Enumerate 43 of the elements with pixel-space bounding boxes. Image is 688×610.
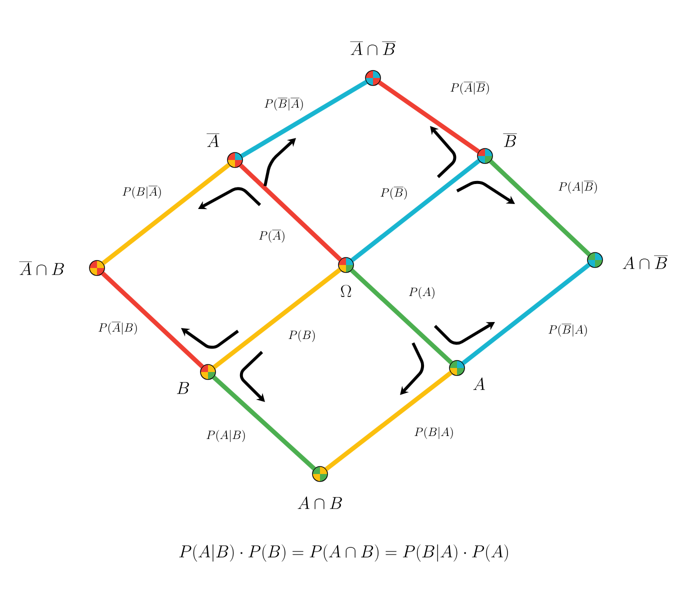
connector-line (324, 370, 452, 472)
event-node: $B$ (176, 364, 216, 394)
edge-label: $P(\overline{B}|A)$ (547, 322, 589, 338)
edge-label: $P(B)$ (287, 329, 317, 343)
node-label: $\overline{A}\cap\overline{B}$ (350, 42, 396, 56)
edge-label: $P(A|\overline{B})$ (557, 179, 599, 195)
connector-line (489, 160, 591, 256)
edge-label: $P(B|\overline{A})$ (121, 184, 164, 200)
connector-line (462, 262, 590, 366)
connector-line (350, 268, 453, 364)
connector-line (350, 158, 480, 262)
node-label: $A\cap\overline{B}$ (622, 256, 668, 270)
node-label: $\overline{A}\cap B$ (19, 262, 64, 276)
edge-label: $P(\overline{A})$ (257, 228, 287, 244)
node-label: $B$ (176, 382, 189, 394)
connector-line (378, 80, 480, 154)
node-label: $\overline{B}$ (503, 134, 517, 147)
edge-label: $P(\overline{B})$ (379, 185, 409, 201)
node-label: $A\cap B$ (298, 496, 342, 510)
edge-label: $P(A)$ (407, 286, 437, 300)
event-node: $A\cap B$ (298, 466, 342, 510)
edge-label: $P(\overline{A}|B)$ (97, 320, 140, 336)
edge-label: $P(B|A)$ (413, 426, 456, 440)
edge-label: $P(\overline{B}|\overline{A})$ (263, 96, 306, 112)
edge-label: $P(A|B)$ (205, 429, 248, 443)
event-node: $\Omega$ (338, 257, 354, 297)
caption: $P(A|B)\cdot P(B)=P(A\cap B)=P(B|A)\cdot P(A)$ (179, 544, 508, 562)
connector-line (102, 162, 230, 266)
node-label: $\Omega$ (340, 284, 352, 297)
event-node: $\overline{A}$ (206, 134, 243, 168)
connector-line (239, 164, 342, 262)
edge-label: $P(\overline{A}|\overline{B})$ (449, 80, 491, 96)
connector-line (212, 376, 316, 470)
connector-line (240, 80, 368, 158)
connector-line (212, 268, 342, 370)
node-label: $A$ (473, 378, 485, 390)
event-node: $\overline{A}\cap B$ (19, 260, 105, 276)
event-node: $\overline{A}\cap\overline{B}$ (350, 42, 396, 86)
connector-line (101, 272, 204, 368)
event-node: $A$ (449, 360, 485, 390)
event-node: $A\cap\overline{B}$ (587, 252, 668, 270)
node-label: $\overline{A}$ (206, 134, 220, 147)
event-node: $\overline{B}$ (477, 134, 517, 164)
